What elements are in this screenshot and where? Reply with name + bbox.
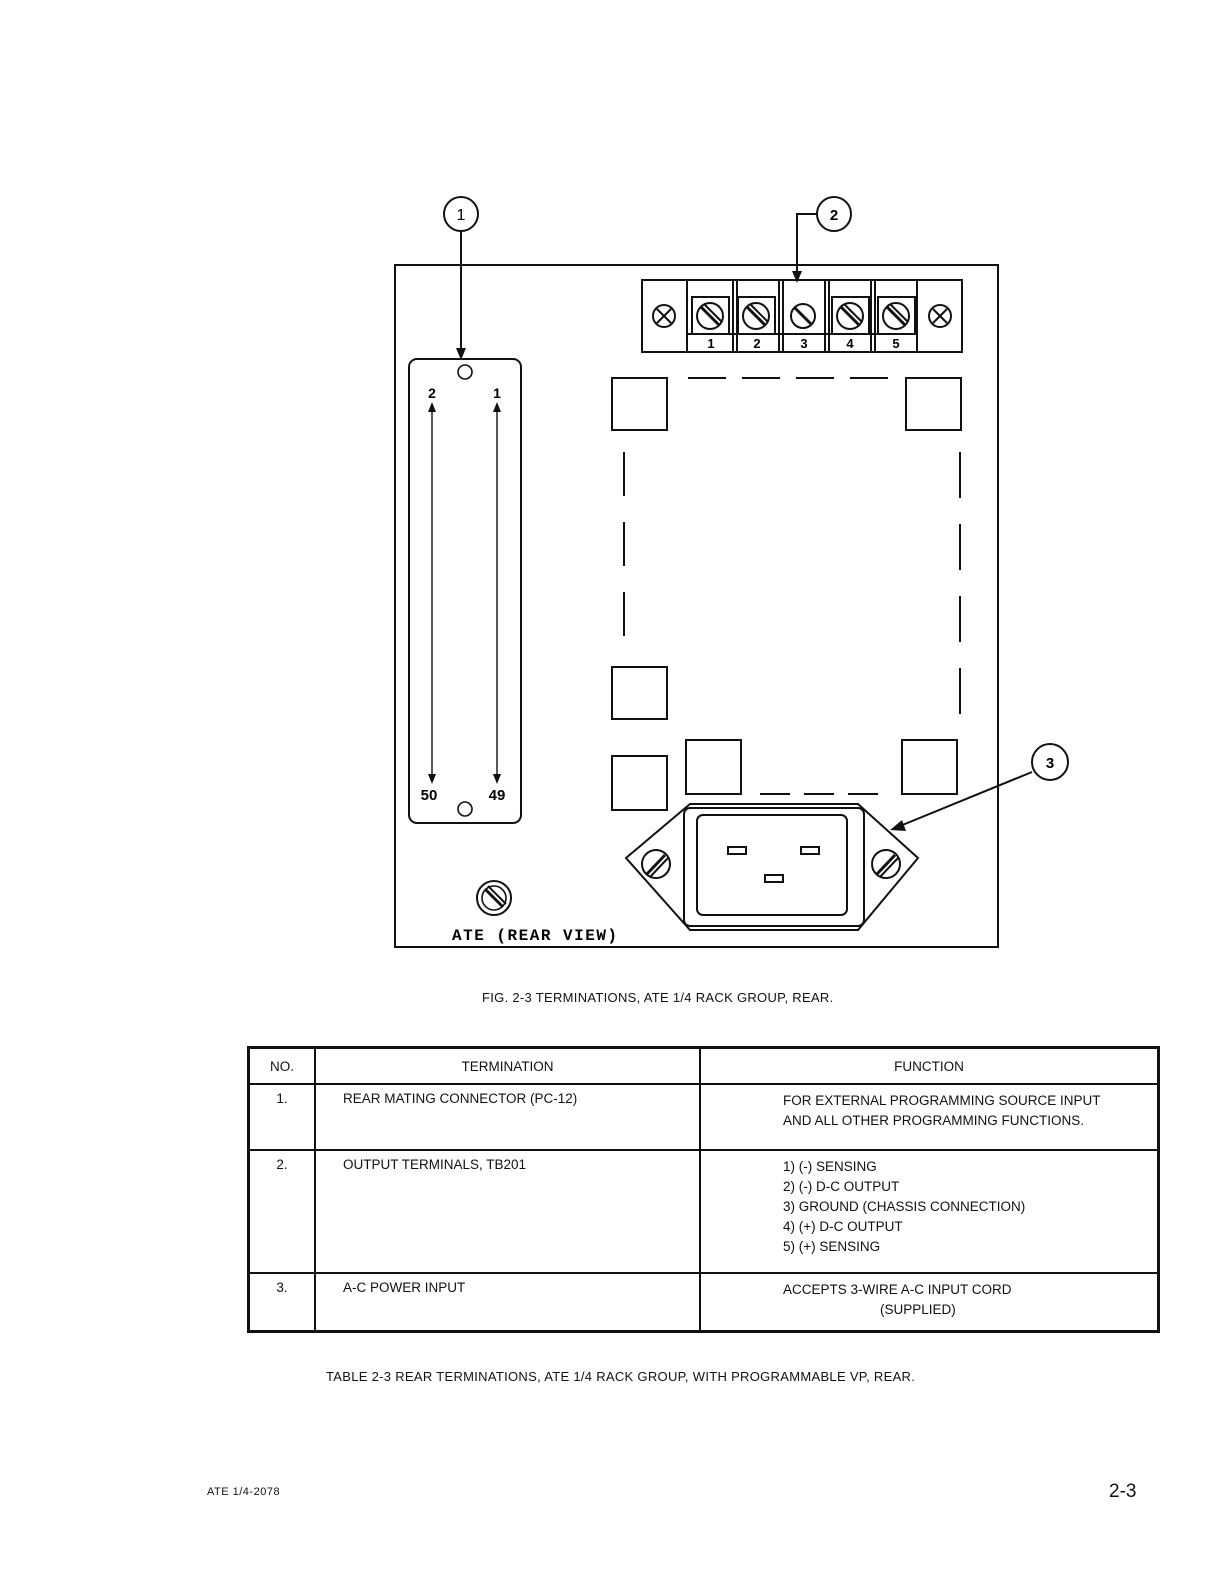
terminal-label-1: 1 <box>707 336 714 351</box>
table-row: 2. OUTPUT TERMINALS, TB201 1) (-) SENSIN… <box>247 1149 1160 1274</box>
callout-1-label: 1 <box>457 207 466 224</box>
function-line: 1) (-) SENSING <box>783 1159 877 1174</box>
terminal-screw-3 <box>790 303 816 329</box>
function-line: 2) (-) D-C OUTPUT <box>783 1179 900 1194</box>
ground-screw-icon <box>476 880 512 916</box>
function-line: ACCEPTS 3-WIRE A-C INPUT CORD <box>783 1282 1012 1297</box>
terminal-screw-1 <box>691 296 730 335</box>
terminations-table: NO. TERMINATION FUNCTION 1. REAR MATING … <box>247 1046 1160 1333</box>
row-termination: OUTPUT TERMINALS, TB201 <box>314 1149 701 1274</box>
terminal-screw-2 <box>737 296 776 335</box>
header-no: NO. <box>247 1046 316 1085</box>
row-function: FOR EXTERNAL PROGRAMMING SOURCE INPUT AN… <box>699 1083 1160 1151</box>
ac-power-inlet <box>624 803 920 931</box>
terminal-label-4: 4 <box>846 336 854 351</box>
row-termination: A-C POWER INPUT <box>314 1272 701 1333</box>
callout-3-label: 3 <box>1046 755 1054 772</box>
terminal-label-5: 5 <box>892 336 899 351</box>
row-function: 1) (-) SENSING 2) (-) D-C OUTPUT 3) GROU… <box>699 1149 1160 1274</box>
connector-pin-49-label: 49 <box>489 787 506 804</box>
row-termination: REAR MATING CONNECTOR (PC-12) <box>314 1083 701 1151</box>
rear-panel-outline <box>394 264 999 948</box>
rear-view-label: ATE (REAR VIEW) <box>452 927 619 945</box>
connector-pin-2-label: 2 <box>428 385 436 401</box>
inlet-screw-right-icon <box>871 849 901 879</box>
terminal-block-tb201: 1 2 3 4 5 <box>641 279 963 353</box>
row-number: 1. <box>247 1083 316 1151</box>
function-line: (SUPPLIED) <box>880 1302 956 1317</box>
row-number: 3. <box>247 1272 316 1333</box>
row-number: 2. <box>247 1149 316 1274</box>
callout-2-label: 2 <box>830 207 838 224</box>
connector-pin-50-label: 50 <box>421 787 438 804</box>
table-row: 3. A-C POWER INPUT ACCEPTS 3-WIRE A-C IN… <box>247 1272 1160 1333</box>
terminal-label-2: 2 <box>753 336 760 351</box>
terminal-screw-5 <box>877 296 916 335</box>
row-function: ACCEPTS 3-WIRE A-C INPUT CORD (SUPPLIED) <box>699 1272 1160 1333</box>
rear-mating-connector: 2 1 50 49 <box>408 358 522 824</box>
figure-caption: FIG. 2-3 TERMINATIONS, ATE 1/4 RACK GROU… <box>482 990 834 1005</box>
inlet-screw-left-icon <box>641 849 671 879</box>
module-outline <box>611 377 962 811</box>
callout-3-circle <box>1031 743 1069 781</box>
table-header-row: NO. TERMINATION FUNCTION <box>247 1046 1160 1085</box>
function-line: FOR EXTERNAL PROGRAMMING SOURCE INPUT <box>783 1093 1101 1108</box>
document-id: ATE 1/4-2078 <box>207 1486 281 1498</box>
connector-pin-1-label: 1 <box>493 385 501 401</box>
terminal-screw-4 <box>831 296 870 335</box>
header-termination: TERMINATION <box>314 1046 701 1085</box>
function-line: 5) (+) SENSING <box>783 1239 881 1254</box>
table-caption: TABLE 2-3 REAR TERMINATIONS, ATE 1/4 RAC… <box>326 1369 916 1384</box>
terminal-label-3: 3 <box>800 336 807 351</box>
mounting-screw-icon <box>928 304 952 328</box>
table-row: 1. REAR MATING CONNECTOR (PC-12) FOR EXT… <box>247 1083 1160 1151</box>
function-line: 3) GROUND (CHASSIS CONNECTION) <box>783 1199 1026 1214</box>
page-number: 2-3 <box>1109 1481 1137 1502</box>
function-line: AND ALL OTHER PROGRAMMING FUNCTIONS. <box>783 1113 1085 1128</box>
function-line: 4) (+) D-C OUTPUT <box>783 1219 903 1234</box>
mounting-screw-icon <box>652 304 676 328</box>
header-function: FUNCTION <box>699 1046 1160 1085</box>
